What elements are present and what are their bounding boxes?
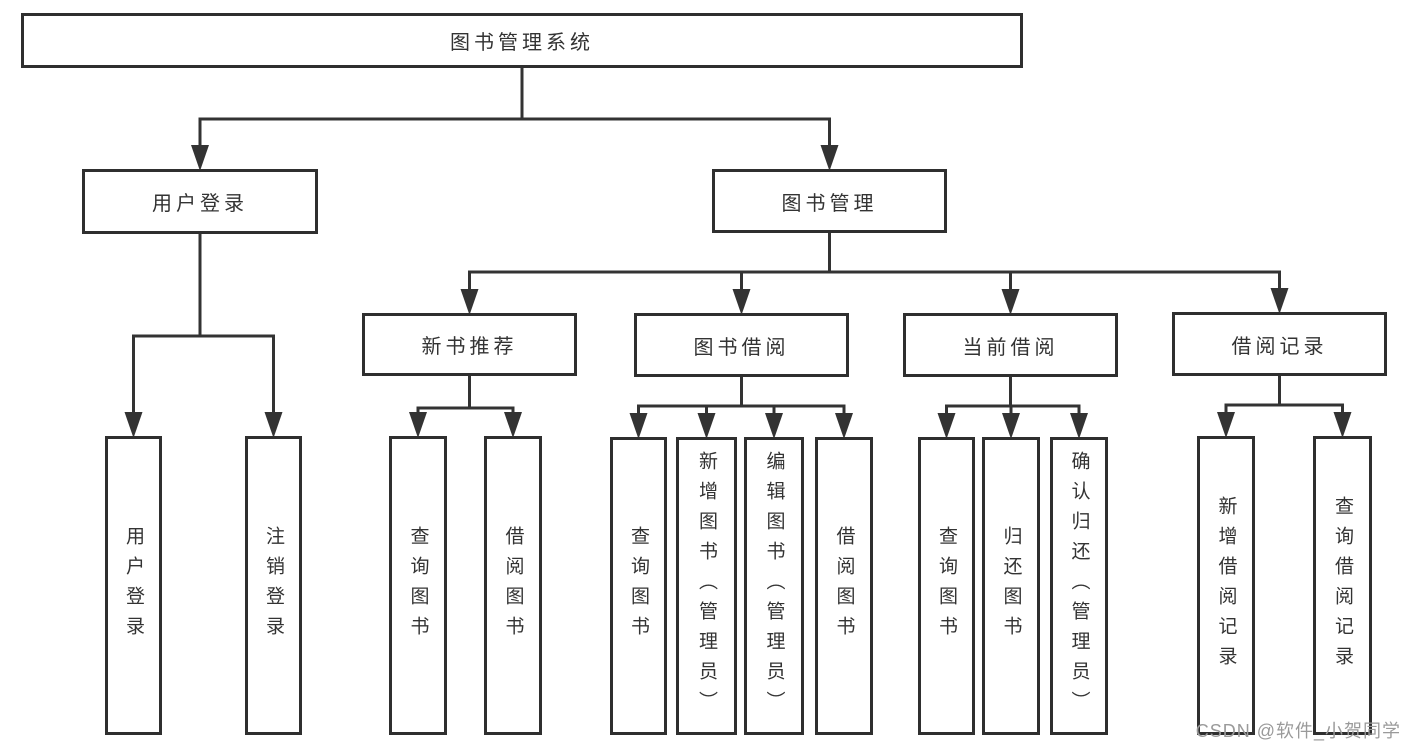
node-label: 查询图书 (407, 525, 429, 646)
arrowhead-icon (1001, 289, 1020, 315)
node-label: 确认归还（管理员） (1068, 451, 1090, 721)
node-leaf-query-record: 查询借阅记录 (1313, 436, 1372, 735)
node-leaf-borrow-book-1: 借阅图书 (484, 436, 542, 735)
node-label: 查询图书 (936, 526, 957, 646)
node-leaf-logout: 注销登录 (245, 436, 302, 735)
node-borrow-records: 借阅记录 (1172, 312, 1387, 376)
arrowhead-icon (264, 412, 283, 438)
node-label: 借阅图书 (502, 525, 524, 646)
node-leaf-query-book-1: 查询图书 (389, 436, 447, 735)
arrowhead-icon (732, 289, 751, 315)
arrowhead-icon (835, 413, 853, 439)
node-leaf-edit-book: 编辑图书（管理员） (744, 437, 804, 735)
node-root: 图书管理系统 (21, 13, 1023, 68)
node-label: 编辑图书（管理员） (763, 451, 785, 721)
arrowhead-icon (765, 413, 783, 439)
node-label: 用户登录 (123, 525, 144, 646)
arrowhead-icon (124, 412, 143, 438)
node-current-borrow: 当前借阅 (903, 313, 1118, 377)
node-new-book-rec: 新书推荐 (362, 313, 577, 376)
node-label: 当前借阅 (962, 336, 1059, 359)
arrowhead-icon (191, 145, 209, 171)
node-label: 新增借阅记录 (1215, 495, 1237, 676)
node-leaf-query-book-3: 查询图书 (918, 437, 975, 735)
node-leaf-return-book: 归还图书 (982, 437, 1040, 735)
arrowhead-icon (504, 412, 522, 438)
node-leaf-confirm-return: 确认归还（管理员） (1050, 437, 1108, 735)
arrowhead-icon (697, 413, 716, 439)
node-label: 归还图书 (1000, 526, 1022, 646)
arrowhead-icon (1333, 412, 1352, 438)
node-label: 图书管理系统 (450, 32, 594, 54)
node-leaf-query-book-2: 查询图书 (610, 437, 667, 735)
arrowhead-icon (820, 145, 839, 171)
arrowhead-icon (629, 413, 648, 439)
node-label: 新书推荐 (421, 336, 518, 358)
node-book-borrow: 图书借阅 (634, 313, 849, 377)
node-label: 图书管理 (781, 192, 878, 215)
node-leaf-user-login: 用户登录 (105, 436, 162, 735)
node-label: 图书借阅 (693, 336, 790, 359)
node-label: 用户登录 (152, 193, 248, 215)
arrowhead-icon (1270, 288, 1289, 314)
arrowhead-icon (409, 412, 427, 438)
node-leaf-add-record: 新增借阅记录 (1197, 436, 1255, 735)
node-label: 借阅记录 (1231, 335, 1328, 358)
node-label: 查询图书 (628, 526, 649, 646)
node-book-mgmt: 图书管理 (712, 169, 947, 233)
watermark: CSDN @软件_小贺同学 (1195, 721, 1401, 741)
arrowhead-icon (1002, 413, 1020, 439)
arrowhead-icon (1217, 412, 1235, 438)
node-label: 查询借阅记录 (1332, 495, 1353, 676)
node-user-login: 用户登录 (82, 169, 318, 234)
node-label: 新增图书（管理员） (696, 451, 717, 721)
node-leaf-add-book: 新增图书（管理员） (676, 437, 737, 735)
arrowhead-icon (1070, 413, 1088, 439)
node-label: 借阅图书 (833, 526, 855, 646)
arrowhead-icon (937, 413, 956, 439)
node-label: 注销登录 (263, 525, 284, 646)
node-leaf-borrow-book-2: 借阅图书 (815, 437, 873, 735)
arrowhead-icon (460, 289, 479, 315)
